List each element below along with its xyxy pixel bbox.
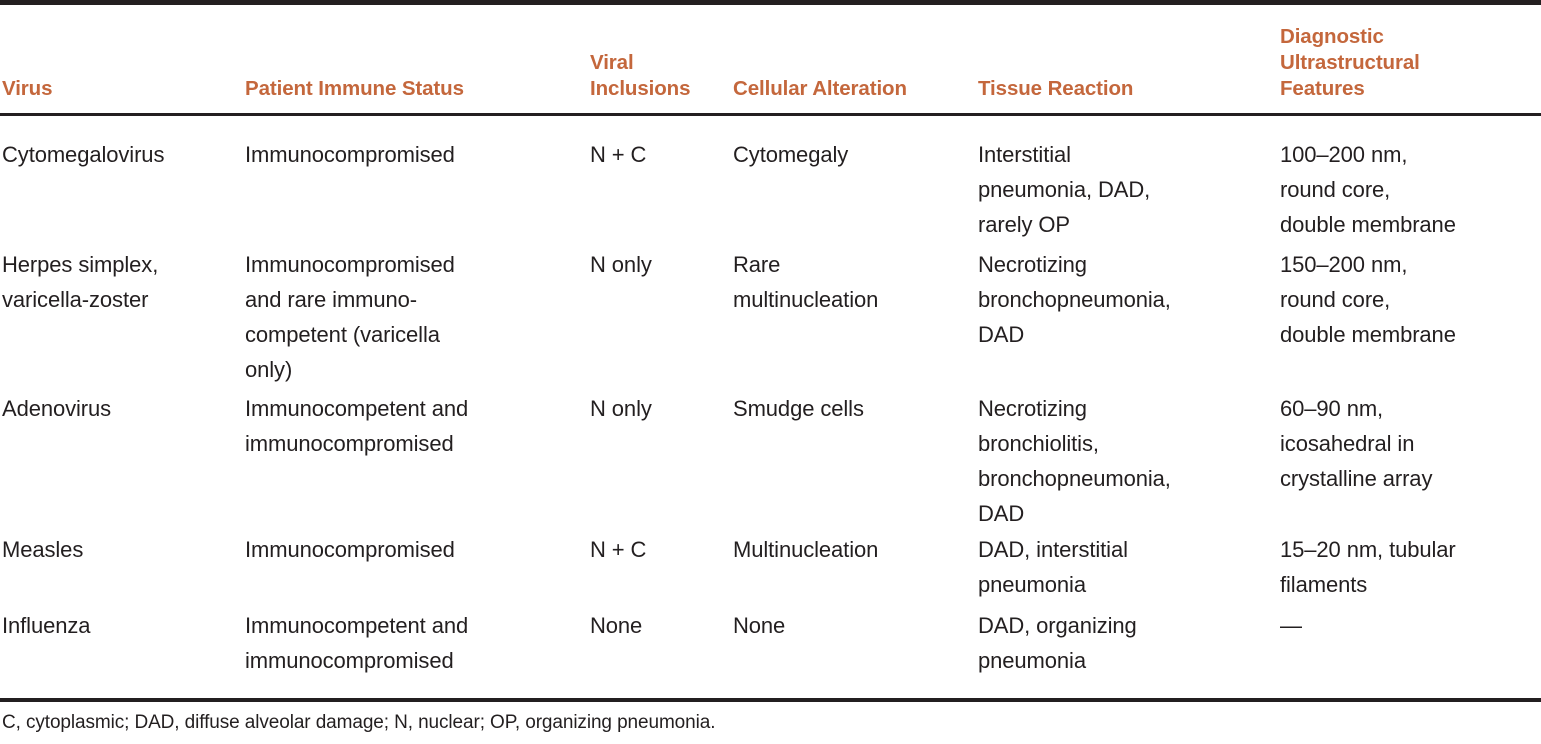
cell-cellular-alteration: None bbox=[733, 613, 786, 638]
cell-tissue-reaction: DAD, interstitial pneumonia bbox=[978, 537, 1128, 597]
cell-ultrastructural-features: 100–200 nm, round core, double membrane bbox=[1280, 142, 1456, 237]
cell-viral-inclusions: N only bbox=[590, 396, 652, 421]
cell-virus: Herpes simplex, varicella-zoster bbox=[2, 252, 159, 312]
table-row: Herpes simplex, varicella-zoster Immunoc… bbox=[0, 229, 1541, 382]
cell-viral-inclusions: None bbox=[590, 613, 643, 638]
cell-cellular-alteration: Cytomegaly bbox=[733, 142, 849, 167]
column-header-patient-immune-status: Patient Immune Status bbox=[245, 77, 464, 100]
table-header-rule bbox=[0, 113, 1541, 116]
table-row: Adenovirus Immunocompetent and immunocom… bbox=[0, 375, 1541, 526]
cell-virus: Influenza bbox=[2, 613, 91, 638]
column-header-viral-inclusions: Viral Inclusions bbox=[590, 51, 691, 100]
cell-cellular-alteration: Rare multinucleation bbox=[733, 252, 879, 312]
column-header-virus: Virus bbox=[2, 77, 53, 100]
cell-viral-inclusions: N + C bbox=[590, 537, 647, 562]
cell-patient-immune-status: Immunocompromised and rare immuno- compe… bbox=[245, 252, 455, 382]
column-header-cellular-alteration: Cellular Alteration bbox=[733, 77, 907, 100]
cell-patient-immune-status: Immunocompromised bbox=[245, 142, 455, 167]
table-bottom-rule bbox=[0, 698, 1541, 702]
cell-ultrastructural-features: 60–90 nm, icosahedral in crystalline arr… bbox=[1280, 396, 1433, 491]
cell-tissue-reaction: DAD, organizing pneumonia bbox=[978, 613, 1137, 673]
table-row: Measles Immunocompromised N + C Multinuc… bbox=[0, 522, 1541, 600]
cell-tissue-reaction: Necrotizing bronchopneumonia, DAD bbox=[978, 252, 1171, 347]
table-body: Cytomegalovirus Immunocompromised N + C … bbox=[0, 116, 1541, 695]
cell-ultrastructural-features: — bbox=[1280, 613, 1302, 638]
cell-virus: Adenovirus bbox=[2, 396, 112, 421]
cell-patient-immune-status: Immunocompromised bbox=[245, 537, 455, 562]
cell-patient-immune-status: Immunocompetent and immunocompromised bbox=[245, 613, 469, 673]
table-row: Influenza Immunocompetent and immunocomp… bbox=[0, 600, 1541, 695]
table-footnote: C, cytoplasmic; DAD, diffuse alveolar da… bbox=[2, 712, 716, 733]
cell-tissue-reaction: Interstitial pneumonia, DAD, rarely OP bbox=[978, 142, 1151, 237]
cell-ultrastructural-features: 150–200 nm, round core, double membrane bbox=[1280, 252, 1456, 347]
cell-viral-inclusions: N + C bbox=[590, 142, 647, 167]
cell-virus: Measles bbox=[2, 537, 84, 562]
table-row: Cytomegalovirus Immunocompromised N + C … bbox=[0, 116, 1541, 237]
cell-ultrastructural-features: 15–20 nm, tubular filaments bbox=[1280, 537, 1456, 597]
cell-tissue-reaction: Necrotizing bronchiolitis, bronchopneumo… bbox=[978, 396, 1171, 526]
cell-viral-inclusions: N only bbox=[590, 252, 652, 277]
cell-virus: Cytomegalovirus bbox=[2, 142, 165, 167]
cell-cellular-alteration: Smudge cells bbox=[733, 396, 864, 421]
column-header-diagnostic-ultrastructural-features: Diagnostic Ultrastructural Features bbox=[1280, 25, 1420, 100]
cell-cellular-alteration: Multinucleation bbox=[733, 537, 879, 562]
table-top-rule bbox=[0, 0, 1541, 5]
column-header-tissue-reaction: Tissue Reaction bbox=[978, 77, 1134, 100]
cell-patient-immune-status: Immunocompetent and immunocompromised bbox=[245, 396, 469, 456]
table-header-row: Virus Patient Immune Status Viral Inclus… bbox=[0, 0, 1541, 113]
